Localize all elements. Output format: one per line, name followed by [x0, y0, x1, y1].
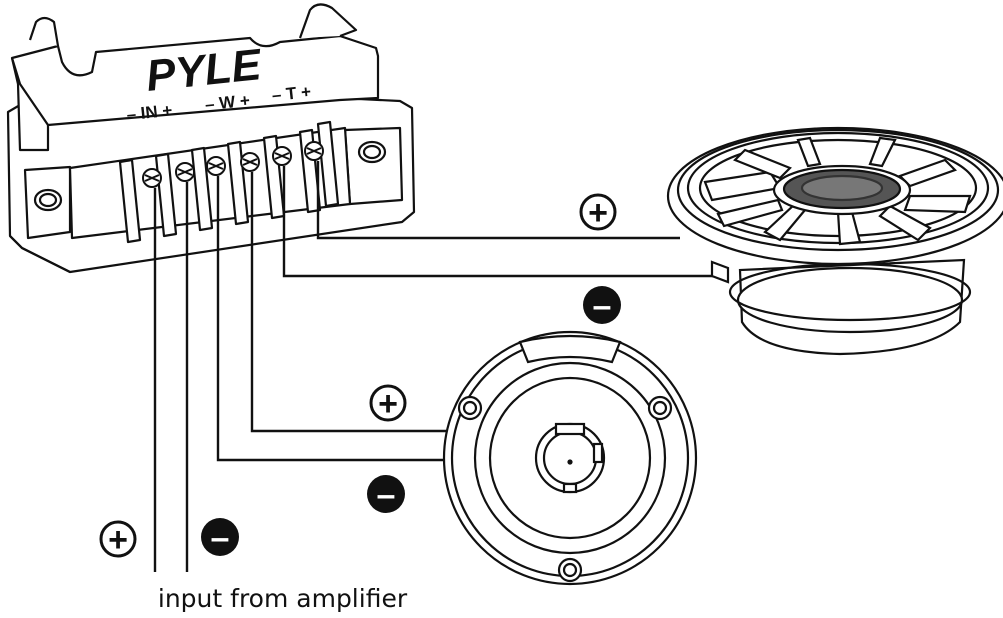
- caption-input-from-amplifier: input from amplifier: [157, 584, 408, 613]
- plus-icon-input: +: [99, 520, 137, 559]
- minus-icon-woofer: –: [367, 475, 405, 514]
- woofer-speaker: [442, 330, 698, 586]
- plus-icon-tweeter: +: [579, 193, 617, 232]
- wire-woofer-positive: [250, 172, 448, 433]
- svg-text:–: –: [593, 287, 612, 325]
- screw-w-positive[interactable]: [240, 152, 260, 172]
- screw-in-positive[interactable]: [175, 162, 195, 182]
- coaxial-speaker: [666, 126, 1003, 356]
- wire-tweeter-positive: [316, 161, 680, 240]
- svg-text:–: –: [377, 476, 396, 514]
- screw-w-negative[interactable]: [206, 156, 226, 176]
- plus-icon-woofer: +: [369, 384, 407, 423]
- screw-t-positive[interactable]: [304, 141, 324, 161]
- terminal-screws: [142, 141, 324, 188]
- wires: [153, 161, 728, 572]
- minus-icon-tweeter: –: [583, 286, 621, 325]
- svg-text:+: +: [378, 385, 398, 423]
- terminal-label-in: – IN +: [126, 101, 174, 125]
- woofer-mount-holes: [457, 395, 673, 583]
- svg-text:+: +: [588, 194, 608, 232]
- svg-text:–: –: [211, 519, 230, 557]
- svg-text:+: +: [108, 521, 128, 559]
- wire-woofer-negative: [216, 176, 448, 462]
- brand-logo: PYLE: [144, 40, 265, 101]
- screw-in-negative[interactable]: [142, 168, 162, 188]
- terminal-label-w: – W +: [204, 91, 251, 115]
- polarity-markers: + – + – + –: [99, 193, 621, 559]
- minus-icon-input: –: [201, 518, 239, 557]
- terminal-label-t: – T +: [271, 82, 312, 105]
- wire-tweeter-negative: [282, 166, 728, 278]
- screw-t-negative[interactable]: [272, 146, 292, 166]
